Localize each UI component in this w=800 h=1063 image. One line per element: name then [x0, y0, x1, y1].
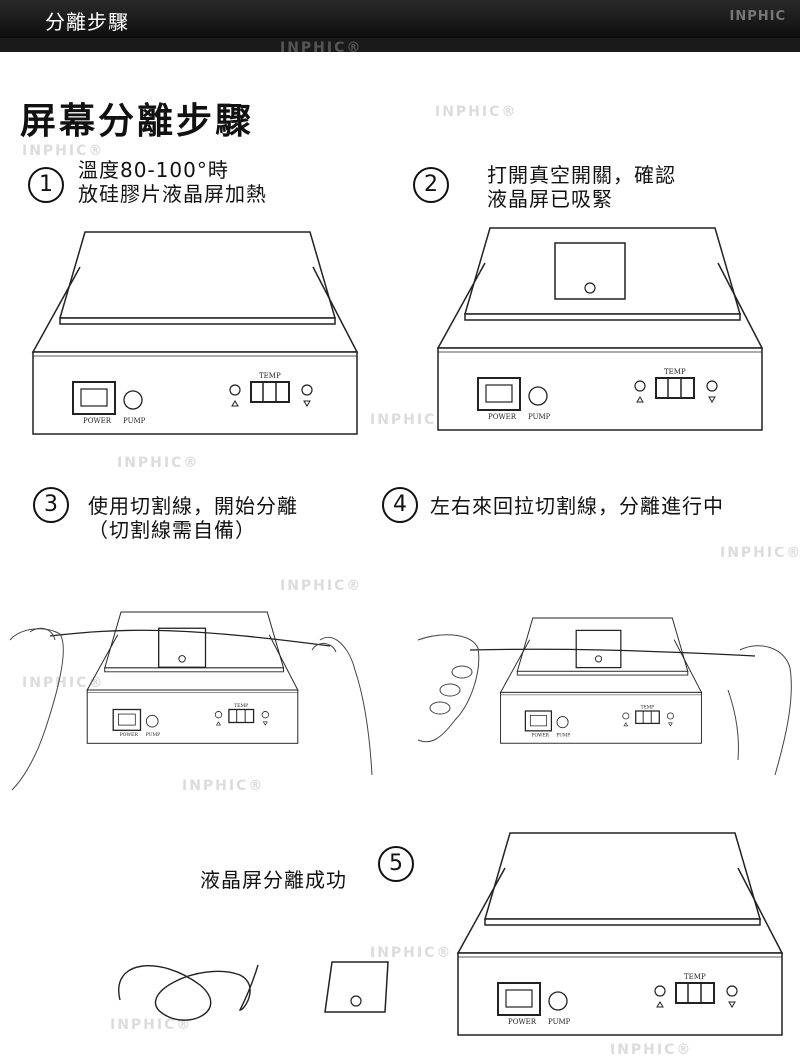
watermark: INPHIC® — [117, 455, 200, 471]
machine-illustration-3 — [86, 611, 299, 744]
loose-wire — [118, 964, 259, 1021]
step-4-text: 左右來回拉切割線，分離進行中 — [430, 494, 724, 518]
watermark: INPHIC® — [370, 945, 453, 961]
separated-screen — [324, 961, 389, 1013]
header-bar: 分離步驟 INPHIC — [0, 0, 800, 38]
step-2-text: 打開真空開關，確認 液晶屏已吸緊 — [487, 163, 676, 211]
machine-illustration-2 — [437, 227, 763, 431]
header-title: 分離步驟 — [45, 10, 129, 34]
step-4-number: 4 — [382, 487, 418, 523]
watermark: INPHIC® — [370, 412, 453, 428]
step-1-line1: 溫度80-100°時 — [78, 158, 229, 182]
watermark: INPHIC® — [110, 1017, 193, 1033]
page-title: 屏幕分離步驟 — [20, 101, 255, 142]
step-3-line2: （切割線需自備） — [88, 518, 256, 542]
watermark: INPHIC® — [610, 1042, 693, 1058]
watermark: INPHIC® — [280, 578, 363, 594]
watermark: INPHIC® — [182, 778, 265, 794]
step-1-number: 1 — [28, 167, 64, 203]
header-stripe — [0, 38, 800, 52]
step-5-text: 液晶屏分離成功 — [200, 868, 347, 892]
step-3-line1: 使用切割線，開始分離 — [88, 494, 298, 518]
step-3-text: 使用切割線，開始分離 （切割線需自備） — [88, 494, 298, 542]
step-2-line2: 液晶屏已吸緊 — [487, 187, 613, 211]
machine-illustration-5 — [457, 832, 783, 1036]
cutting-wire-4 — [417, 634, 792, 776]
watermark: INPHIC® — [435, 104, 518, 120]
step-4-line1: 左右來回拉切割線，分離進行中 — [430, 494, 724, 518]
watermark: INPHIC® — [22, 143, 105, 159]
step-5-number: 5 — [378, 846, 414, 882]
machine-illustration-4 — [499, 617, 703, 744]
header-logo: INPHIC — [729, 9, 786, 24]
watermark: INPHIC® — [22, 675, 105, 691]
watermark: INPHIC® — [720, 545, 800, 561]
cutting-wire-3 — [9, 627, 373, 791]
watermark: INPHIC® — [280, 40, 363, 56]
machine-illustration-1 — [32, 231, 358, 435]
step-3-number: 3 — [33, 487, 69, 523]
step-1-text: 溫度80-100°時 放硅膠片液晶屏加熱 — [78, 158, 267, 206]
step-2-number: 2 — [413, 167, 449, 203]
step-1-line2: 放硅膠片液晶屏加熱 — [78, 182, 267, 206]
step-2-line1: 打開真空開關，確認 — [487, 163, 676, 187]
